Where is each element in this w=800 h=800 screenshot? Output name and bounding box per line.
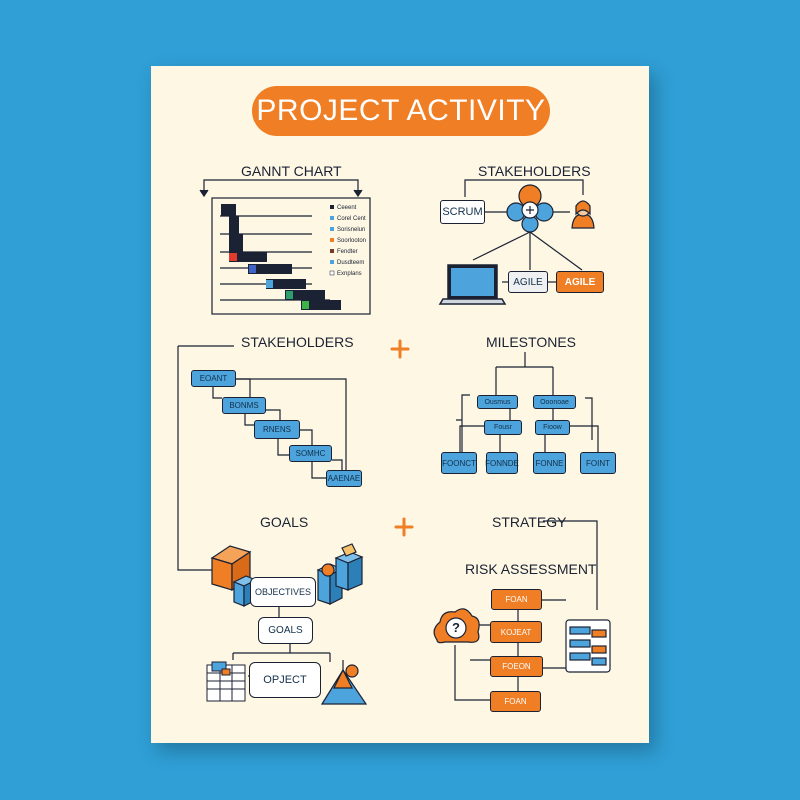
gantt-legend-item: Soorlooton: [337, 238, 367, 244]
strategy-title: STRATEGY: [492, 514, 567, 530]
risk-step: KOJEAT: [490, 621, 542, 643]
stakeholder-step: SOMHC: [289, 445, 332, 462]
milestone-node: Fioow: [535, 420, 570, 435]
milestone-leaf: FONNDE: [485, 452, 519, 474]
risk-step: FOEON: [490, 656, 543, 677]
gantt-legend-item: Exnplans: [337, 271, 362, 277]
goals-title: GOALS: [260, 514, 309, 530]
stakeholder-step: RNENS: [254, 420, 300, 439]
gantt-legend-item: Fendter: [337, 249, 358, 255]
milestone-leaf: FOINT: [580, 452, 616, 474]
stakeholder-step: BONMS: [222, 397, 266, 414]
goals-box: GOALS: [258, 617, 313, 644]
milestone-leaf: FONNE: [533, 452, 566, 474]
milestone-node: Ooonoae: [533, 395, 576, 409]
risk-step: FOAN: [490, 691, 541, 712]
risk-assessment-title: RISK ASSESSMENT: [465, 561, 597, 577]
gantt-legend-item: Ceeent: [337, 205, 357, 211]
page-title: PROJECT ACTIVITY: [252, 86, 550, 136]
stakeholder-step: AAENAE: [326, 470, 362, 487]
gantt-section-title: GANNT CHART: [241, 163, 342, 179]
milestone-leaf: FOONCT: [441, 452, 477, 474]
agile-box-light: AGILE: [508, 271, 548, 293]
object-box: OPJECT: [249, 662, 321, 698]
objectives-box: OBJECTIVES: [250, 577, 316, 607]
milestones-title: MILESTONES: [486, 334, 576, 350]
stakeholders-mid-title: STAKEHOLDERS: [241, 334, 354, 350]
question-mark: ?: [452, 619, 460, 635]
gantt-legend-item: Sorisnelun: [337, 227, 366, 233]
stakeholders-top-title: STAKEHOLDERS: [478, 163, 591, 179]
agile-box-orange: AGILE: [556, 271, 604, 293]
milestone-node: Fousr: [484, 420, 522, 435]
scrum-box: SCRUM: [440, 200, 485, 224]
gantt-legend-item: Corel Cent: [337, 216, 366, 222]
risk-step: FOAN: [491, 589, 542, 610]
gantt-legend-item: Dusdteem: [337, 260, 365, 266]
milestone-node: Ousmus: [477, 395, 518, 409]
stakeholder-step: EOANT: [191, 370, 236, 387]
